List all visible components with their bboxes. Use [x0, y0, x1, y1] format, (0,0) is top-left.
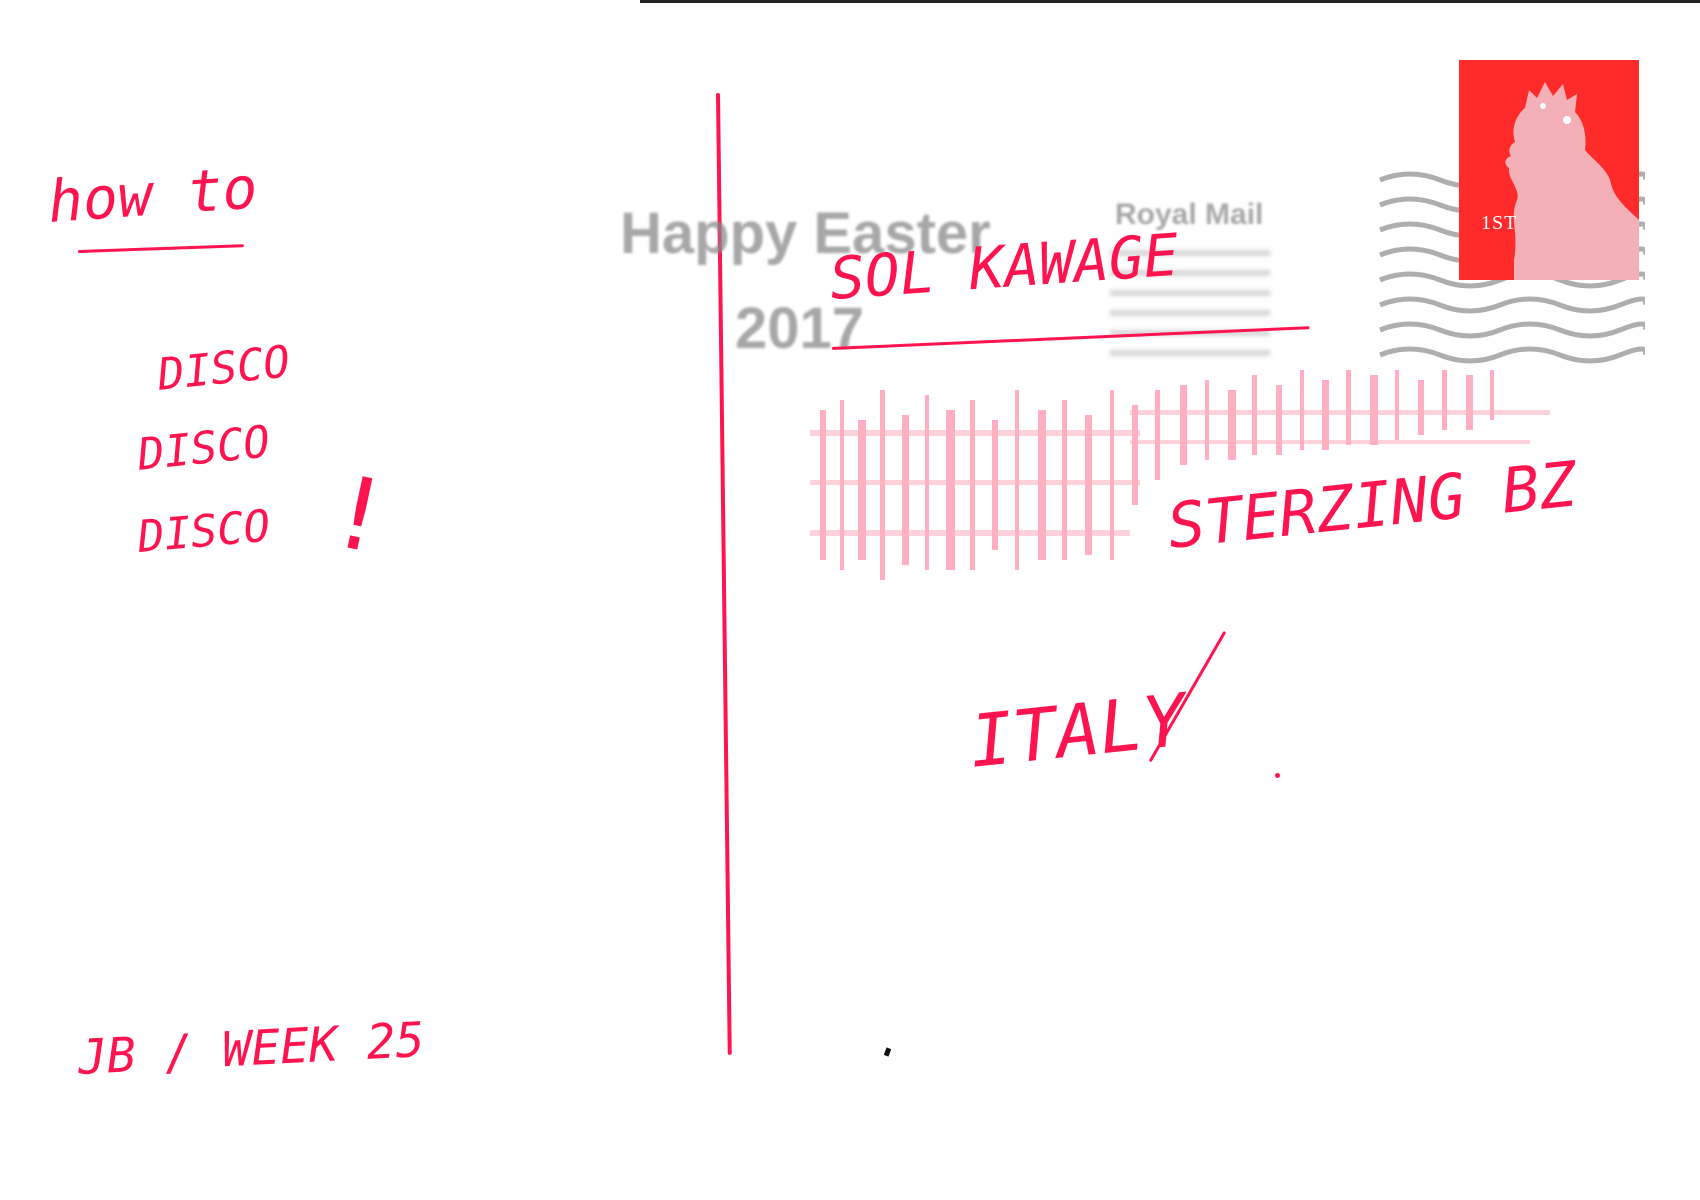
postmark-slogan-line-2: 2017 — [735, 296, 865, 361]
card-top-edge — [640, 0, 1700, 3]
ink-transfer-smudge — [810, 370, 1550, 580]
message-heading: how to — [45, 153, 260, 236]
message-line-1: DISCO — [155, 336, 293, 401]
postmark-details — [1110, 250, 1270, 368]
heading-underline — [77, 244, 244, 253]
country-period — [1275, 773, 1280, 778]
queen-profile-icon — [1505, 82, 1639, 280]
signature: JB / WEEK 25 — [76, 1011, 426, 1086]
message-line-3: DISCO — [135, 500, 273, 563]
message-line-2: DISCO — [135, 416, 273, 481]
stamp-value: 1ST — [1481, 212, 1518, 234]
postage-stamp: 1ST — [1459, 60, 1639, 280]
stray-ink-dot — [883, 1047, 892, 1057]
postmark-operator: Royal Mail — [1115, 198, 1264, 231]
message-exclamation: ! — [317, 451, 402, 579]
postmark-slogan-line-1: Happy Easter — [620, 201, 991, 266]
recipient-country: ITALY — [965, 677, 1190, 784]
